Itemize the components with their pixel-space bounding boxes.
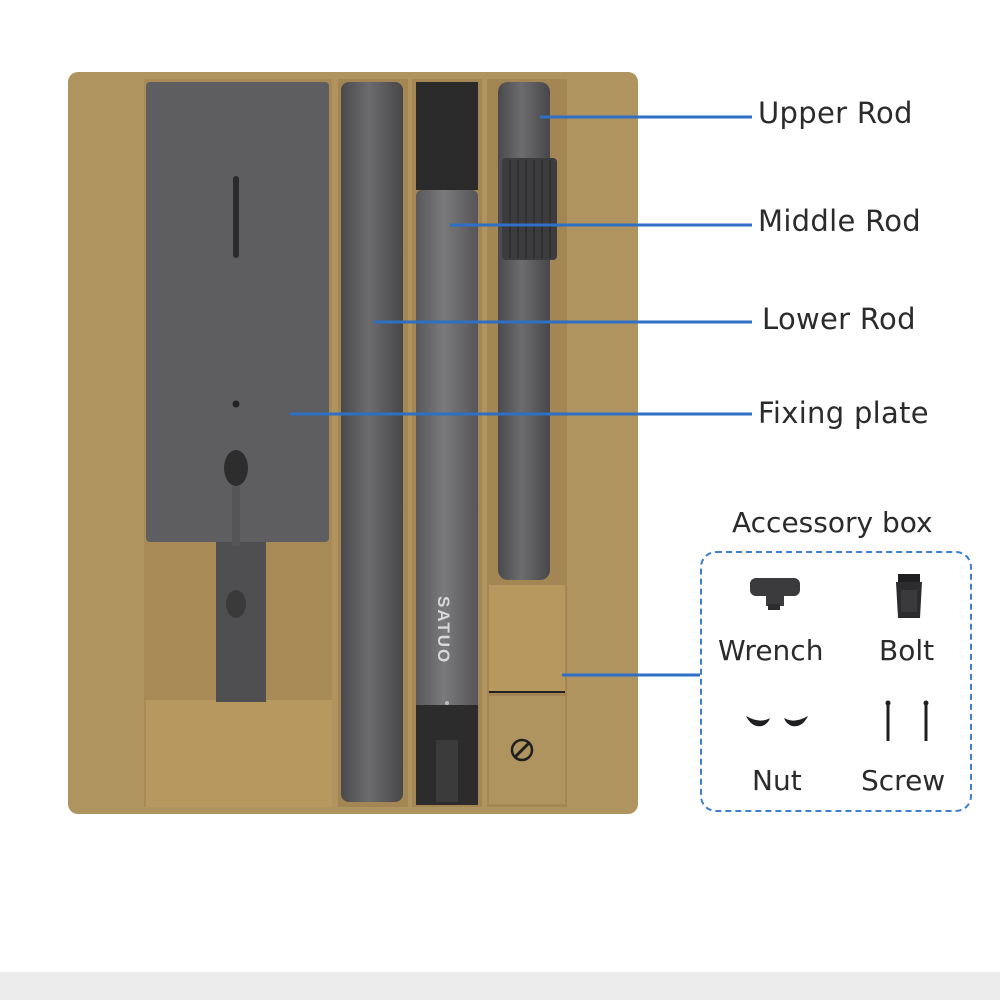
upper-rod-knurl bbox=[502, 158, 557, 260]
plate-oval-hole bbox=[224, 450, 248, 486]
accessory-label-screw: Screw bbox=[861, 764, 946, 797]
accessory-label-nut: Nut bbox=[752, 764, 802, 797]
fixing-plate bbox=[146, 82, 329, 542]
wrench-icon bbox=[750, 578, 800, 610]
accessory-compartment-lid bbox=[489, 585, 565, 693]
accessory-box bbox=[700, 551, 972, 812]
middle-rod-top-sleeve bbox=[416, 82, 478, 190]
plate-hole bbox=[232, 400, 240, 408]
screw-icon bbox=[885, 700, 929, 741]
bolt-icon bbox=[896, 574, 922, 618]
bottom-band bbox=[0, 972, 1000, 1000]
label-upper-rod: Upper Rod bbox=[758, 96, 913, 130]
label-middle-rod: Middle Rod bbox=[758, 204, 922, 238]
callout-lines bbox=[290, 115, 752, 677]
rod-brand-text: SATUO bbox=[434, 596, 453, 664]
nut-icon bbox=[746, 716, 808, 727]
label-fixing-plate: Fixing plate bbox=[758, 396, 929, 430]
accessory-label-bolt: Bolt bbox=[879, 634, 935, 667]
plate-mount bbox=[216, 486, 266, 702]
middle-rod bbox=[416, 190, 478, 710]
lower-rod bbox=[341, 82, 403, 802]
left-compartment-lid bbox=[146, 700, 332, 807]
accessory-label-wrench: Wrench bbox=[718, 634, 824, 667]
accessory-compartment-door bbox=[489, 696, 565, 804]
label-lower-rod: Lower Rod bbox=[762, 302, 916, 336]
plate-slot bbox=[233, 176, 239, 258]
hex-key-icon bbox=[510, 738, 534, 762]
accessory-box-title: Accessory box bbox=[732, 506, 933, 539]
